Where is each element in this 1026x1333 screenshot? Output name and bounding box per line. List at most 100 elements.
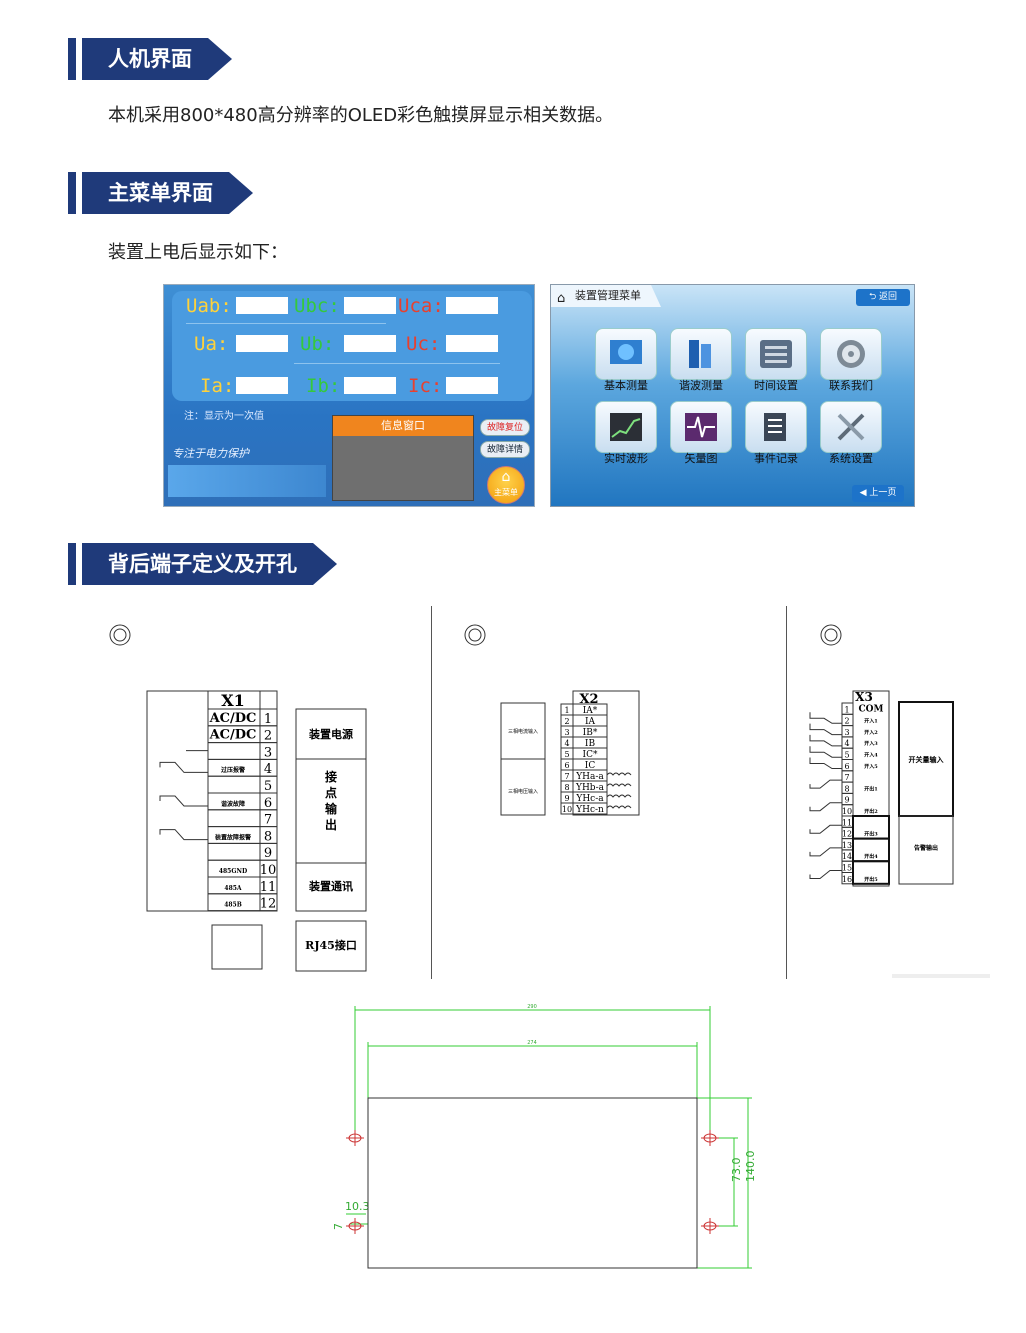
ub-label: Ub:	[300, 333, 335, 355]
x3-row-label: 开入3	[864, 740, 878, 747]
harmonic-measure-button[interactable]	[670, 328, 732, 380]
home-icon: ⌂	[557, 291, 566, 306]
section-title: 人机界面	[82, 38, 232, 80]
basic-measure-label: 基本测量	[604, 379, 648, 392]
x3-row-label: 开出2	[864, 808, 878, 815]
section-title: 主菜单界面	[82, 172, 253, 214]
voltage-coil	[606, 794, 632, 798]
basic-measure-button[interactable]	[595, 328, 657, 380]
vector-diagram-button[interactable]	[670, 401, 732, 453]
uca-label: Uca:	[398, 295, 444, 317]
x1-pin-number: 6	[264, 796, 272, 811]
back-button[interactable]: ⮌ 返回	[856, 289, 910, 306]
terminal-x3-diagram: X3 12345678910111213141516COM开入1开入2开入3开入…	[809, 624, 954, 887]
x2-title: X2	[579, 692, 598, 707]
ua-value	[236, 335, 288, 352]
x1-row-label: 485B	[224, 902, 242, 909]
x3-pin-number: 12	[842, 830, 852, 839]
x3-pin-number: 14	[842, 852, 852, 861]
x1-row-label: 装置故障报警	[214, 833, 251, 841]
main-display-screen: Uab: Ubc: Uca: Ua: Ub: Uc: Ia: Ib: Ic: 注…	[163, 284, 535, 507]
time-setting-label: 时间设置	[754, 379, 798, 392]
x2-pin-number: 7	[564, 772, 569, 781]
realtime-waveform-button[interactable]	[595, 401, 657, 453]
x2-pin-number: 3	[564, 728, 569, 737]
contact-us-button[interactable]	[820, 328, 882, 380]
section-header-terminals: 背后端子定义及开孔	[68, 543, 337, 585]
prev-page-button[interactable]: ◀ 上一页	[852, 485, 904, 502]
main-menu-button[interactable]: ⌂ 主菜单	[487, 466, 525, 504]
x3-title: X3	[855, 690, 873, 704]
x2-pin-number: 2	[564, 717, 569, 726]
x3-row-label: 开出3	[864, 831, 878, 838]
x1-pin-number: 5	[264, 779, 272, 794]
relay-contact	[159, 795, 208, 807]
realtime-waveform-label: 实时波形	[604, 452, 648, 465]
uca-value	[446, 297, 498, 314]
voltage-coil	[606, 783, 632, 787]
x3-pin-number: 16	[842, 875, 852, 884]
x1-group-rj45: RJ45接口	[305, 938, 357, 952]
x1-pin-number: 3	[264, 745, 272, 760]
x2-row-label: YHc-a	[575, 794, 604, 804]
ic-label: Ic:	[408, 375, 443, 397]
fault-detail-button[interactable]: 故障详情	[480, 441, 530, 458]
x3-row-label: 开出5	[864, 876, 878, 883]
menu-description: 装置上电后显示如下：	[108, 242, 288, 263]
x3-pin-number: 6	[844, 762, 849, 771]
x3-pin-number: 15	[842, 864, 852, 873]
dim-140: 140.0	[744, 1151, 757, 1183]
x2-pin-number: 5	[564, 750, 569, 759]
voltage-coil	[606, 805, 632, 809]
x2-pin-number: 4	[564, 739, 569, 748]
x1-row-label: AC/DC	[209, 728, 257, 743]
info-window: 信息窗口	[332, 415, 474, 501]
x2-row-label: IC*	[583, 750, 598, 760]
tab-device-menu[interactable]: ⌂ 装置管理菜单	[551, 285, 661, 307]
info-window-title: 信息窗口	[333, 416, 473, 436]
x1-group-comm: 装置通讯	[308, 879, 353, 893]
vector-diagram-label: 矢量图	[684, 452, 718, 465]
device-menu-screen: ⌂ 装置管理菜单 ⮌ 返回 基本测量 谐波测量 时间设置 联系我们 实时波形 矢…	[550, 284, 915, 507]
section-header-hmi: 人机界面	[68, 38, 232, 80]
ua-label: Ua:	[194, 333, 229, 355]
event-log-button[interactable]	[745, 401, 807, 453]
x1-group-power: 装置电源	[308, 727, 353, 741]
x3-row-label: 开入4	[864, 752, 878, 759]
system-setting-button[interactable]	[820, 401, 882, 453]
time-setting-button[interactable]	[745, 328, 807, 380]
x2-row-label: IB	[585, 739, 596, 749]
x2-pin-number: 6	[564, 761, 569, 770]
uab-value	[236, 297, 288, 314]
x3-pin-number: 11	[842, 818, 852, 827]
section-header-menu: 主菜单界面	[68, 172, 253, 214]
x1-pin-number: 8	[264, 829, 272, 844]
x1-row-label: 485GND	[219, 868, 247, 875]
waveform-icon	[685, 413, 717, 441]
harmonic-measure-label: 谐波测量	[679, 379, 723, 392]
x2-pin-number: 8	[564, 783, 569, 792]
voltage-coil	[606, 772, 632, 776]
x2-group-voltage: 三相电压输入	[508, 788, 538, 795]
x1-row	[207, 809, 261, 828]
x3-row-label: COM	[859, 704, 884, 714]
x1-row	[207, 842, 261, 861]
hmi-description: 本机采用800*480高分辨率的OLED彩色触摸屏显示相关数据。	[108, 105, 614, 126]
fault-reset-button[interactable]: 故障复位	[480, 419, 530, 436]
home-icon: ⌂	[501, 469, 511, 485]
x1-pin-number: 11	[260, 880, 277, 895]
ic-value	[446, 377, 498, 394]
x2-group-current: 三相电流输入	[508, 728, 538, 735]
x3-row-label: 开出4	[864, 853, 878, 860]
x1-pin	[259, 893, 278, 912]
x1-pin-number: 1	[264, 712, 272, 727]
x2-row-label: YHc-n	[575, 805, 604, 815]
contact-us-label: 联系我们	[829, 379, 873, 392]
x1-row	[207, 775, 261, 794]
uc-value	[446, 335, 498, 352]
x3-row-label: 开出1	[864, 785, 877, 792]
x3-pin-number: 10	[842, 807, 852, 816]
x3-row-label: 开入2	[864, 729, 878, 736]
x2-row-label: IA*	[583, 706, 598, 716]
x1-pin-number: 7	[264, 813, 272, 828]
